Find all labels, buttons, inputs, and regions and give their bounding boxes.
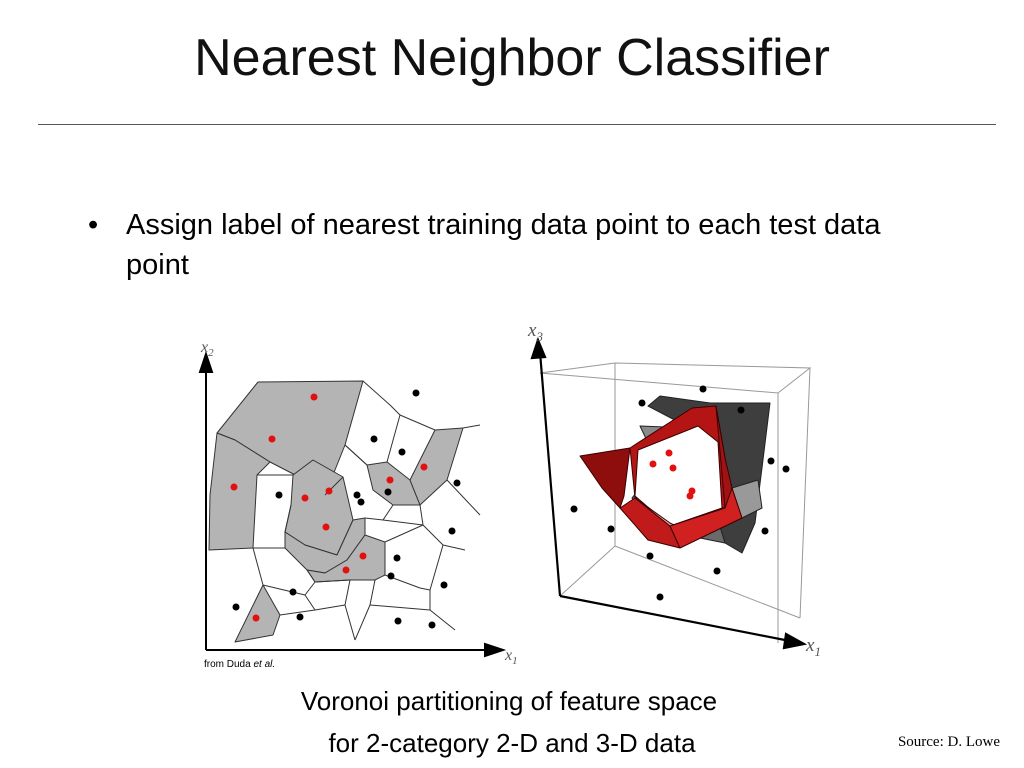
voronoi-edge: [262, 569, 316, 596]
z-axis-label-3d: x3: [527, 320, 543, 344]
red-point: [268, 435, 276, 443]
black-point: [353, 491, 361, 499]
red-point: [322, 523, 330, 531]
voronoi-cell-gray: [234, 584, 281, 643]
voronoi-2d-diagram: x2 x1: [198, 339, 518, 665]
voronoi-edge: [386, 414, 401, 463]
voronoi-edge: [279, 594, 316, 616]
voronoi-cells: [208, 380, 481, 643]
caption-line-2: for 2-category 2-D and 3-D data: [328, 728, 696, 758]
voronoi-cell-gray: [409, 427, 464, 506]
black-point: [448, 527, 456, 535]
red-points-2d: [230, 393, 428, 622]
source-note: Source: D. Lowe: [897, 734, 1000, 750]
caption-line-1: Voronoi partitioning of feature space: [300, 686, 718, 716]
title-divider: [38, 124, 996, 125]
black-point: [699, 385, 707, 393]
black-point: [289, 588, 297, 596]
black-points-3d: [570, 385, 790, 601]
voronoi-edge: [384, 574, 431, 591]
black-point: [384, 488, 392, 496]
black-point: [713, 567, 721, 575]
red-point: [649, 460, 657, 468]
red-polyhedron: [579, 405, 743, 549]
slide-title: Nearest Neighbor Classifier: [194, 29, 830, 87]
voronoi-edge: [462, 424, 481, 429]
black-point: [232, 603, 240, 611]
voronoi-edge: [384, 524, 424, 543]
black-point: [412, 389, 420, 397]
black-point: [761, 527, 769, 535]
voronoi-edge: [369, 604, 431, 611]
black-point: [275, 491, 283, 499]
red-point: [686, 492, 694, 500]
axes-2d: [198, 350, 507, 658]
red-point: [386, 476, 394, 484]
red-point: [252, 614, 260, 622]
black-point: [394, 617, 402, 625]
x-axis-label-2d: x1: [504, 647, 518, 665]
black-point: [398, 448, 406, 456]
black-point: [453, 479, 461, 487]
bullet-text: Assign label of nearest training data po…: [126, 209, 881, 281]
black-point: [607, 525, 615, 533]
red-point: [359, 552, 367, 560]
voronoi-3d-diagram: x3 x1: [527, 320, 821, 659]
black-point: [646, 552, 654, 560]
voronoi-edge: [429, 609, 456, 631]
black-point: [428, 621, 436, 629]
voronoi-edge: [354, 579, 376, 641]
red-point: [310, 393, 318, 401]
y-axis-label-2d: x2: [200, 339, 214, 359]
black-point: [357, 498, 365, 506]
credit-italic: et al.: [253, 659, 276, 670]
voronoi-edge: [382, 519, 466, 551]
red-points-3d: [649, 449, 696, 500]
black-point: [638, 399, 646, 407]
voronoi-cell-gray: [208, 432, 271, 551]
black-point: [296, 613, 304, 621]
voronoi-edge: [344, 579, 356, 641]
black-point: [737, 406, 745, 414]
credit-prefix: from Duda: [204, 659, 254, 670]
bullet-marker: •: [88, 209, 99, 241]
voronoi-edge: [362, 380, 436, 431]
voronoi-edge: [429, 544, 444, 610]
x-axis-label-3d: x1: [805, 635, 821, 659]
red-point: [665, 449, 673, 457]
red-point: [301, 494, 309, 502]
black-point: [387, 572, 395, 580]
voronoi-edge: [364, 504, 394, 521]
red-point: [669, 464, 677, 472]
black-point: [656, 593, 664, 601]
red-point: [420, 463, 428, 471]
red-point: [342, 566, 350, 574]
black-points-2d: [232, 389, 461, 629]
voronoi-edge: [314, 604, 346, 611]
voronoi-edge: [284, 504, 292, 533]
figure-credit: from Duda et al.: [204, 659, 275, 670]
voronoi-edge: [314, 579, 351, 583]
voronoi-edge: [344, 444, 368, 466]
black-point: [782, 465, 790, 473]
voronoi-edge: [446, 479, 481, 516]
red-point: [325, 487, 333, 495]
black-point: [440, 581, 448, 589]
red-point: [230, 483, 238, 491]
voronoi-edge: [252, 547, 264, 586]
black-point: [393, 554, 401, 562]
black-point: [570, 505, 578, 513]
voronoi-edge: [419, 504, 424, 526]
black-point: [370, 435, 378, 443]
black-point: [767, 457, 775, 465]
axes-3d: [530, 336, 808, 650]
